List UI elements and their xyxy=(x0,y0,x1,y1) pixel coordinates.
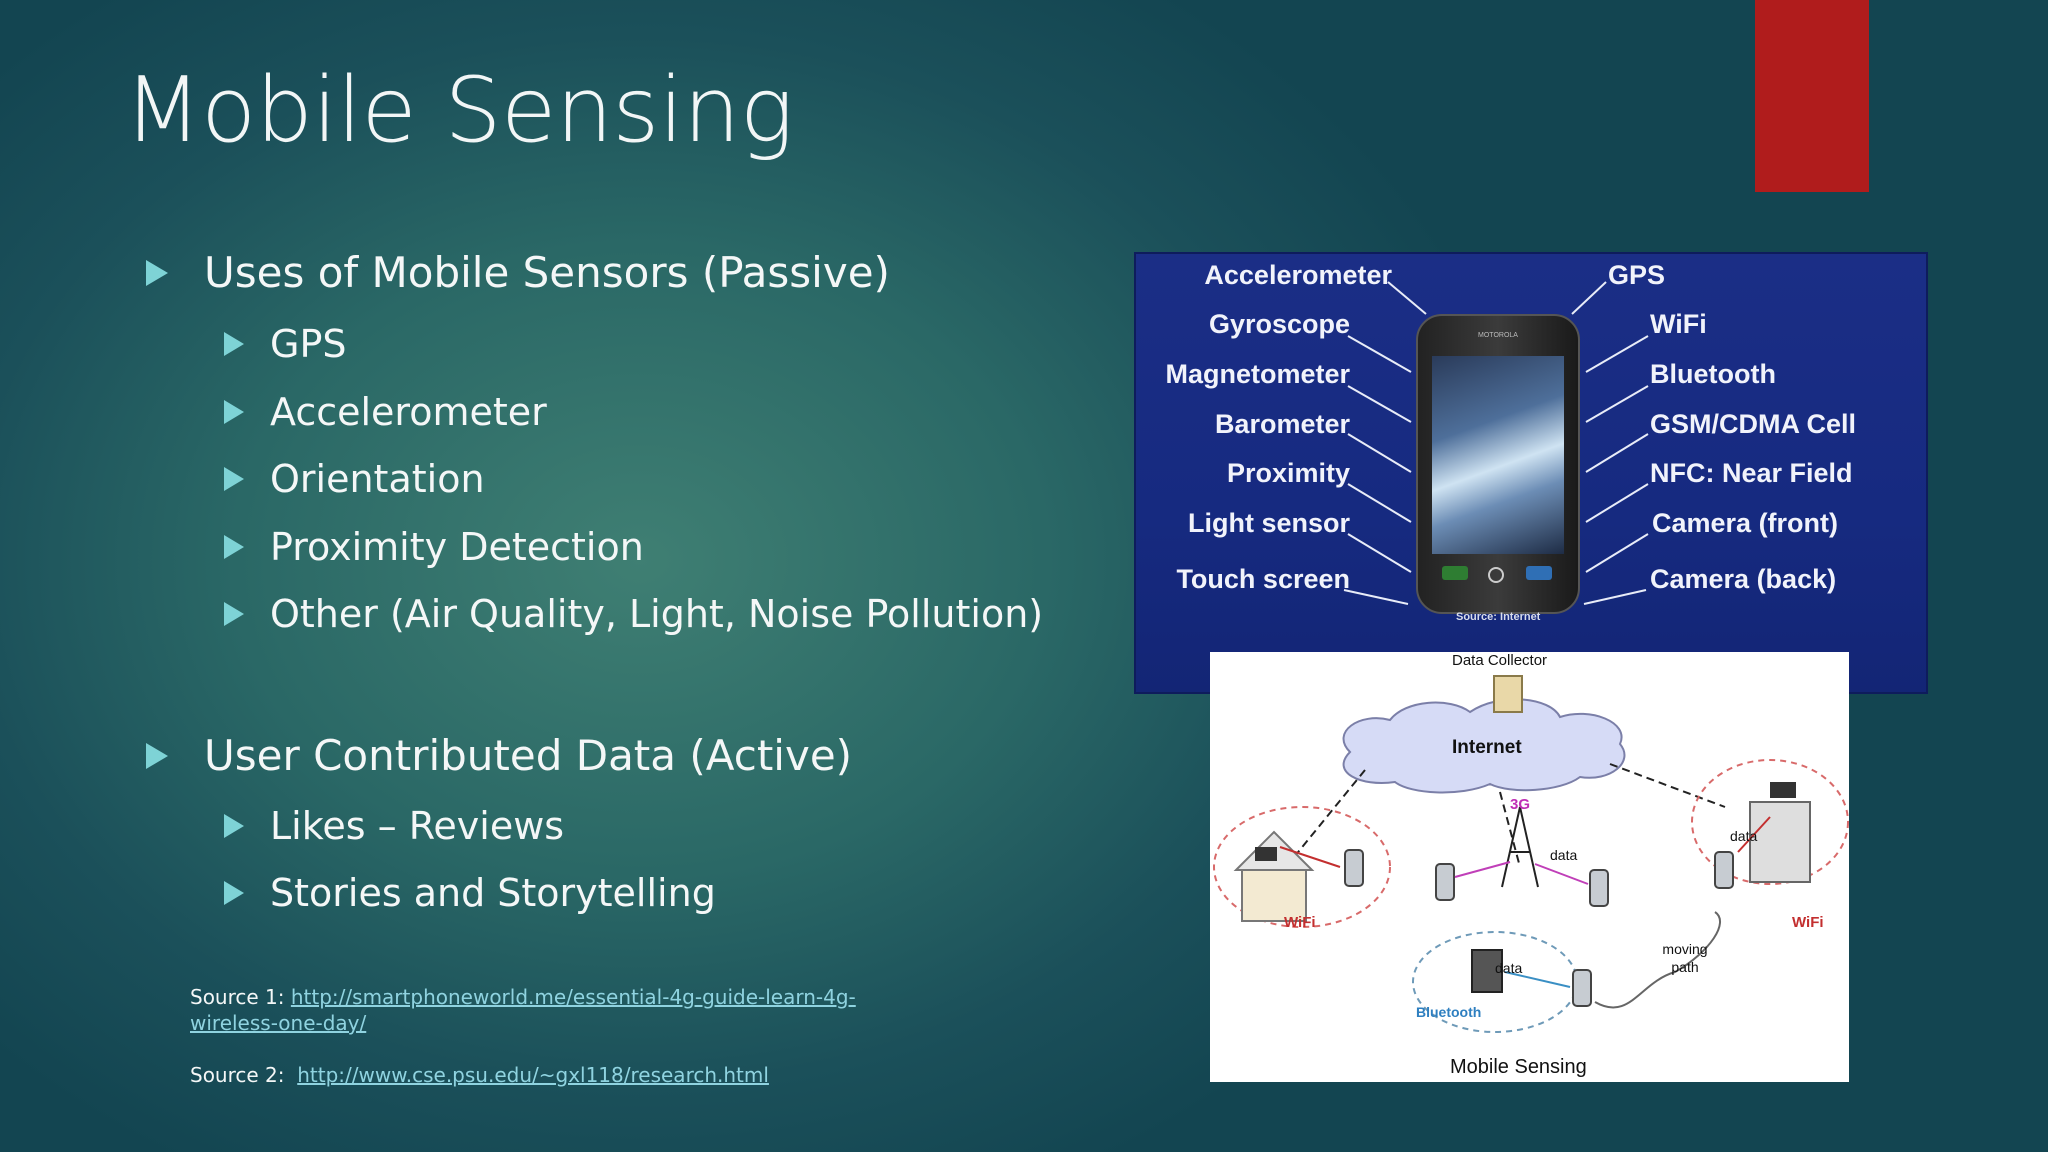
network-diagram-graphics xyxy=(1213,675,1849,1033)
call-icon xyxy=(1442,566,1468,580)
bullet-passive-item: Proximity Detection xyxy=(224,525,644,569)
sensor-label: NFC: Near Field xyxy=(1650,458,1853,488)
active-heading: User Contributed Data (Active) xyxy=(204,731,853,780)
bullet-triangle-icon xyxy=(224,400,244,424)
moving-path-label: moving path xyxy=(1662,941,1708,975)
data-label: data xyxy=(1730,828,1758,844)
bullet-passive-item: Orientation xyxy=(224,457,485,501)
phone-screen xyxy=(1432,356,1564,554)
bullet-triangle-icon xyxy=(146,742,168,769)
contacts-icon xyxy=(1526,566,1552,580)
passive-item-label: Orientation xyxy=(270,457,485,501)
wifi-label: WiFi xyxy=(1284,914,1316,931)
sensor-label: GSM/CDMA Cell xyxy=(1650,409,1857,439)
wifi-label: WiFi xyxy=(1792,914,1824,931)
slide-title: Mobile Sensing xyxy=(124,58,794,163)
bullet-triangle-icon xyxy=(224,535,244,559)
sensor-arrows xyxy=(1343,281,1649,605)
source-1: Source 1: http://smartphoneworld.me/esse… xyxy=(190,984,856,1036)
sensor-label: Gyroscope xyxy=(1208,309,1350,339)
bullet-passive-item: Other (Air Quality, Light, Noise Polluti… xyxy=(224,592,1043,636)
passive-heading: Uses of Mobile Sensors (Passive) xyxy=(204,248,890,297)
bullet-passive-heading: Uses of Mobile Sensors (Passive) xyxy=(146,248,890,297)
home-icon xyxy=(1488,567,1504,583)
bullet-triangle-icon xyxy=(224,881,244,905)
source-2-label: Source 2: xyxy=(190,1063,285,1087)
bullet-triangle-icon xyxy=(224,332,244,356)
bullet-triangle-icon xyxy=(146,259,168,286)
phone-sensors-image: Accelerometer Gyroscope Magnetometer Bar… xyxy=(1134,252,1928,694)
bullet-passive-item: GPS xyxy=(224,322,346,366)
smartphone-image: MOTOROLA xyxy=(1416,314,1580,614)
passive-item-label: Other (Air Quality, Light, Noise Polluti… xyxy=(270,592,1044,636)
sensor-label: Light sensor xyxy=(1187,508,1350,538)
passive-item-label: GPS xyxy=(270,322,347,366)
active-item-label: Likes – Reviews xyxy=(270,804,565,848)
internet-label: Internet xyxy=(1452,737,1522,758)
bullet-triangle-icon xyxy=(224,467,244,491)
passive-item-label: Accelerometer xyxy=(270,390,547,434)
sensor-label: Bluetooth xyxy=(1650,359,1776,389)
source-1-label: Source 1: xyxy=(190,985,285,1009)
sensor-label: Barometer xyxy=(1214,409,1350,439)
bullet-active-item: Stories and Storytelling xyxy=(224,871,716,915)
sensor-label: Camera (front) xyxy=(1652,508,1839,538)
mobile-sensing-diagram: Data Collector Internet 3G data data dat… xyxy=(1210,652,1849,1082)
bullet-active-item: Likes – Reviews xyxy=(224,804,564,848)
data-collector-label: Data Collector xyxy=(1452,652,1548,669)
data-label: data xyxy=(1550,847,1578,863)
sensor-label: Camera (back) xyxy=(1650,564,1837,594)
sensor-label: WiFi xyxy=(1650,309,1707,339)
data-label: data xyxy=(1495,960,1523,976)
sensor-label: Magnetometer xyxy=(1165,359,1350,389)
phone-brand: MOTOROLA xyxy=(1478,332,1518,339)
sensor-label: Proximity xyxy=(1226,458,1350,488)
accent-bar xyxy=(1755,0,1869,192)
source-2-link[interactable]: http://www.cse.psu.edu/~gxl118/research.… xyxy=(297,1063,769,1087)
bullet-passive-item: Accelerometer xyxy=(224,390,547,434)
passive-item-label: Proximity Detection xyxy=(270,525,644,569)
sensor-label: Touch screen xyxy=(1176,564,1350,594)
bullet-active-heading: User Contributed Data (Active) xyxy=(146,731,852,780)
sensor-label: GPS xyxy=(1608,260,1666,290)
tower-label: 3G xyxy=(1510,796,1531,813)
source-2: Source 2: http://www.cse.psu.edu/~gxl118… xyxy=(190,1062,769,1088)
bullet-triangle-icon xyxy=(224,814,244,838)
bullet-triangle-icon xyxy=(224,602,244,626)
active-item-label: Stories and Storytelling xyxy=(270,871,716,915)
bluetooth-label: Bluetooth xyxy=(1416,1004,1482,1020)
diagram-caption: Mobile Sensing xyxy=(1450,1056,1587,1078)
source-1-link[interactable]: http://smartphoneworld.me/essential-4g-g… xyxy=(190,985,856,1035)
phone-figure-source: Source: Internet xyxy=(1456,611,1541,623)
sensor-label: Accelerometer xyxy=(1204,260,1392,290)
